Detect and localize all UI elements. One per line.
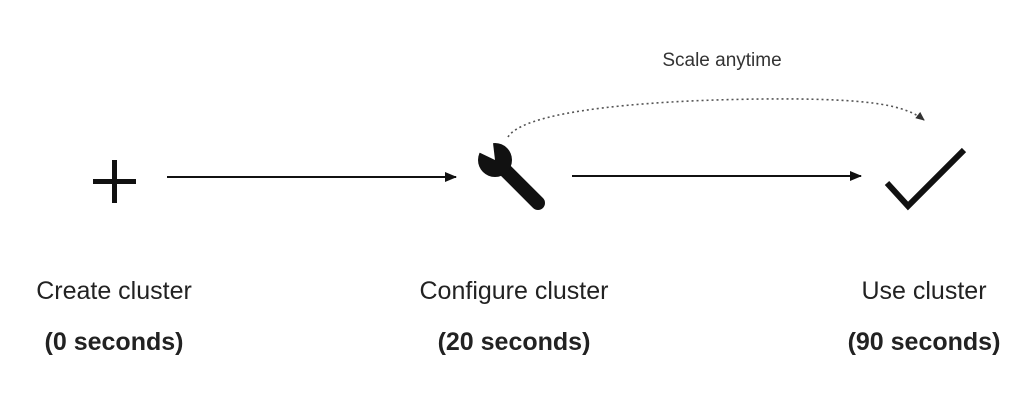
step-label-use: Use cluster <box>861 277 987 305</box>
step-duration-use: (90 seconds) <box>847 328 1001 356</box>
plus-icon <box>93 160 136 203</box>
wrench-icon <box>470 135 545 210</box>
step-duration-create: (0 seconds) <box>44 328 184 356</box>
scale-anytime-label: Scale anytime <box>662 50 782 71</box>
step-duration-configure: (20 seconds) <box>437 328 591 356</box>
scale-anytime-arrow <box>507 98 925 138</box>
step-label-configure: Configure cluster <box>419 277 609 305</box>
checkmark-icon <box>884 147 967 211</box>
step-label-create: Create cluster <box>36 277 192 305</box>
